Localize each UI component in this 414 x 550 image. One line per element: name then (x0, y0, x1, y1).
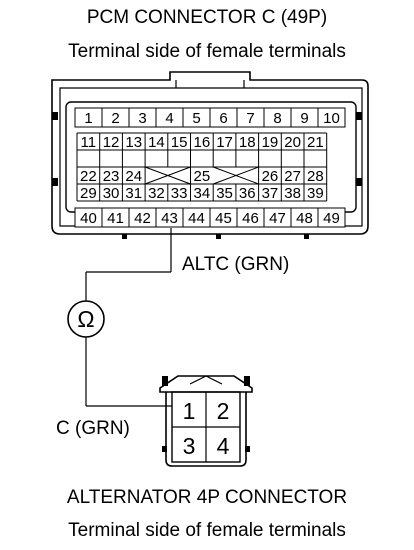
pcm-terminal-26: 26 (262, 168, 279, 185)
pcm-terminal-49: 49 (323, 210, 340, 227)
pcm-terminal-37: 37 (262, 185, 279, 202)
pcm-terminal-19: 19 (262, 134, 279, 151)
pcm-connector-keys (52, 112, 362, 239)
pcm-terminal-14: 14 (148, 134, 165, 151)
pcm-terminal-9: 9 (300, 110, 308, 127)
pcm-terminal-43: 43 (161, 210, 178, 227)
pcm-terminal-24: 24 (125, 168, 142, 185)
ohmmeter-icon (67, 300, 105, 338)
alt-terminal-4: 4 (217, 433, 230, 459)
pcm-terminal-7: 7 (246, 110, 254, 127)
alternator-keys (162, 376, 250, 452)
pcm-terminal-17: 17 (216, 134, 233, 151)
pcm-terminal-21: 21 (307, 134, 324, 151)
pcm-terminal-39: 39 (307, 185, 324, 202)
alternator-connector-title: ALTERNATOR 4P CONNECTOR (66, 487, 348, 508)
pcm-terminal-6: 6 (219, 110, 227, 127)
pcm-terminal-36: 36 (239, 185, 256, 202)
alt-terminal-2: 2 (217, 398, 230, 424)
altc-wire (85, 228, 172, 407)
alternator-connector-subtitle: Terminal side of female terminals (68, 520, 346, 541)
pcm-terminal-40: 40 (80, 210, 97, 227)
altc-wire-label: ALTC (GRN) (182, 254, 290, 275)
alt-terminal-3: 3 (183, 433, 196, 459)
pcm-terminal-45: 45 (215, 210, 232, 227)
pcm-terminal-47: 47 (269, 210, 286, 227)
pcm-terminal-8: 8 (273, 110, 281, 127)
pcm-terminal-34: 34 (194, 185, 211, 202)
pcm-terminal-20: 20 (284, 134, 301, 151)
pcm-terminal-27: 27 (284, 168, 301, 185)
pcm-connector-title: PCM CONNECTOR C (49P) (86, 7, 328, 28)
pcm-terminal-12: 12 (103, 134, 120, 151)
pcm-terminal-31: 31 (125, 185, 142, 202)
pcm-terminal-23: 23 (103, 168, 120, 185)
pcm-terminal-22: 22 (80, 168, 97, 185)
alt-terminal-1: 1 (183, 398, 196, 424)
ohm-symbol: Ω (77, 306, 94, 332)
pcm-terminal-1: 1 (84, 110, 92, 127)
pcm-terminal-18: 18 (239, 134, 256, 151)
pcm-terminal-13: 13 (125, 134, 142, 151)
pcm-terminal-35: 35 (216, 185, 233, 202)
pcm-blank-cavity-mark (213, 166, 259, 185)
pcm-terminal-10: 10 (323, 110, 340, 127)
pcm-terminal-46: 46 (242, 210, 259, 227)
pcm-terminal-29: 29 (80, 185, 97, 202)
pcm-terminal-44: 44 (188, 210, 205, 227)
alternator-connector-housing (159, 375, 253, 467)
pcm-terminal-16: 16 (194, 134, 211, 151)
pcm-terminal-2: 2 (111, 110, 119, 127)
pcm-terminal-25: 25 (194, 168, 211, 185)
pcm-terminal-38: 38 (284, 185, 301, 202)
pcm-terminal-5: 5 (192, 110, 200, 127)
pcm-terminal-11: 11 (81, 134, 97, 151)
pcm-blank-cavity-mark (144, 166, 191, 185)
pcm-terminal-32: 32 (148, 185, 165, 202)
pcm-terminal-42: 42 (134, 210, 151, 227)
pcm-terminal-49-cell (317, 207, 346, 228)
pcm-terminal-33: 33 (171, 185, 188, 202)
pcm-terminal-15: 15 (171, 134, 188, 151)
pcm-terminal-3: 3 (138, 110, 146, 127)
pcm-terminal-4: 4 (165, 110, 173, 127)
c-wire-label: C (GRN) (56, 418, 130, 439)
pcm-terminal-30: 30 (103, 185, 120, 202)
pcm-terminal-10-cell (317, 107, 346, 128)
pcm-terminal-48: 48 (296, 210, 313, 227)
pcm-connector-subtitle: Terminal side of female terminals (68, 41, 346, 62)
pcm-terminal-41: 41 (107, 210, 124, 227)
pcm-terminal-28: 28 (307, 168, 324, 185)
